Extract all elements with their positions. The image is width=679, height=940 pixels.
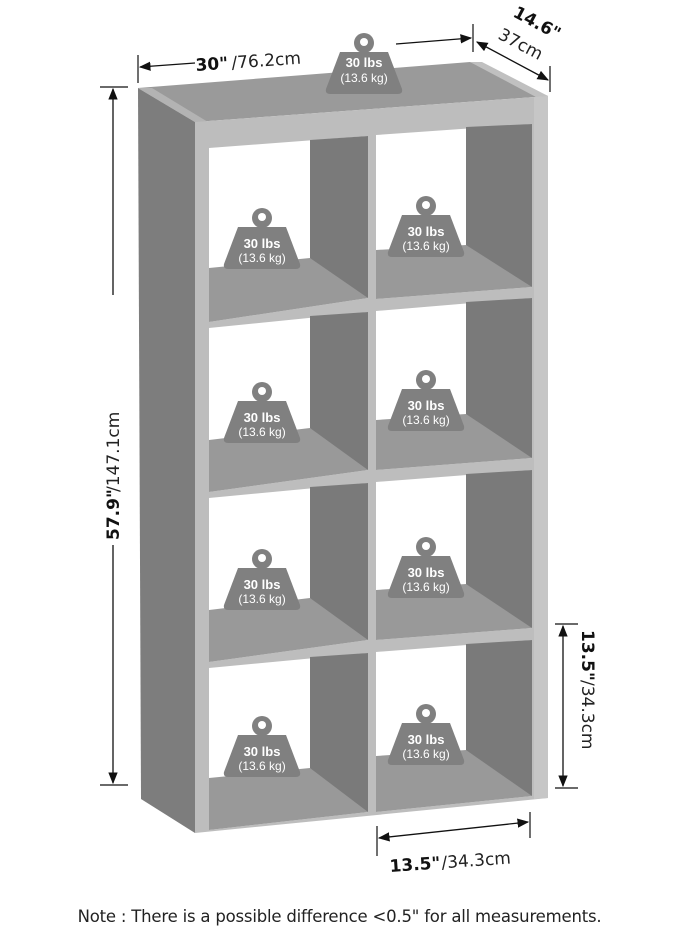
- svg-text:(13.6 kg): (13.6 kg): [238, 759, 285, 773]
- svg-text:13.5": 13.5": [577, 630, 597, 681]
- svg-text:57.9": 57.9": [104, 489, 124, 540]
- cube-r2-left: [209, 312, 368, 492]
- svg-text:30 lbs: 30 lbs: [244, 410, 281, 425]
- svg-text:30 lbs: 30 lbs: [408, 224, 445, 239]
- weight-icon-cube-6: 30 lbs (13.6 kg): [387, 537, 465, 598]
- cube-r3-left: [209, 483, 368, 662]
- left-side-panel: [138, 88, 195, 833]
- weight-icon-cube-2: 30 lbs (13.6 kg): [387, 196, 465, 257]
- weight-icon-cube-5: 30 lbs (13.6 kg): [223, 549, 301, 610]
- cube-r4-right: [376, 640, 532, 812]
- svg-text:(13.6 kg): (13.6 kg): [238, 592, 285, 606]
- svg-text:(13.6 kg): (13.6 kg): [238, 425, 285, 439]
- measurement-note: Note : There is a possible difference <0…: [77, 907, 602, 926]
- svg-text:/34.3cm: /34.3cm: [577, 680, 597, 750]
- cube-r2-right: [376, 298, 532, 470]
- svg-text:13.5": 13.5": [389, 853, 441, 876]
- svg-text:(13.6 kg): (13.6 kg): [340, 71, 387, 85]
- svg-text:30 lbs: 30 lbs: [244, 744, 281, 759]
- cube-height-dimension: 13.5" /34.3cm: [555, 623, 597, 789]
- svg-text:30 lbs: 30 lbs: [244, 577, 281, 592]
- svg-text:(13.6 kg): (13.6 kg): [402, 239, 449, 253]
- svg-text:/147.1cm: /147.1cm: [104, 412, 124, 492]
- weight-icon-cube-1: 30 lbs (13.6 kg): [223, 208, 301, 269]
- cube-r1-left: [209, 136, 368, 322]
- height-dimension: 57.9" /147.1cm: [100, 86, 128, 786]
- weight-icon-cube-8: 30 lbs (13.6 kg): [387, 704, 465, 765]
- cube-width-dimension: 13.5" /34.3cm: [376, 812, 531, 877]
- svg-text:(13.6 kg): (13.6 kg): [402, 580, 449, 594]
- svg-text:(13.6 kg): (13.6 kg): [402, 747, 449, 761]
- svg-text:(13.6 kg): (13.6 kg): [402, 413, 449, 427]
- weight-icon-cube-4: 30 lbs (13.6 kg): [387, 370, 465, 431]
- cube-r3-right: [376, 470, 532, 640]
- cube-grid: [209, 124, 532, 830]
- svg-text:30 lbs: 30 lbs: [408, 565, 445, 580]
- weight-icon-top: 30 lbs (13.6 kg): [325, 33, 403, 94]
- width-dimension: 30" /76.2cm: [137, 24, 474, 83]
- svg-text:30 lbs: 30 lbs: [408, 398, 445, 413]
- cube-r1-right: [376, 124, 532, 299]
- weight-icon-cube-7: 30 lbs (13.6 kg): [223, 716, 301, 777]
- svg-text:30": 30": [195, 54, 229, 76]
- svg-text:30 lbs: 30 lbs: [346, 55, 383, 70]
- svg-text:30 lbs: 30 lbs: [244, 236, 281, 251]
- weight-icon-cube-3: 30 lbs (13.6 kg): [223, 382, 301, 443]
- svg-text:(13.6 kg): (13.6 kg): [238, 251, 285, 265]
- svg-text:/76.2cm: /76.2cm: [231, 49, 302, 74]
- svg-text:30 lbs: 30 lbs: [408, 732, 445, 747]
- svg-text:/34.3cm: /34.3cm: [441, 849, 512, 874]
- cube-r4-left: [209, 653, 368, 830]
